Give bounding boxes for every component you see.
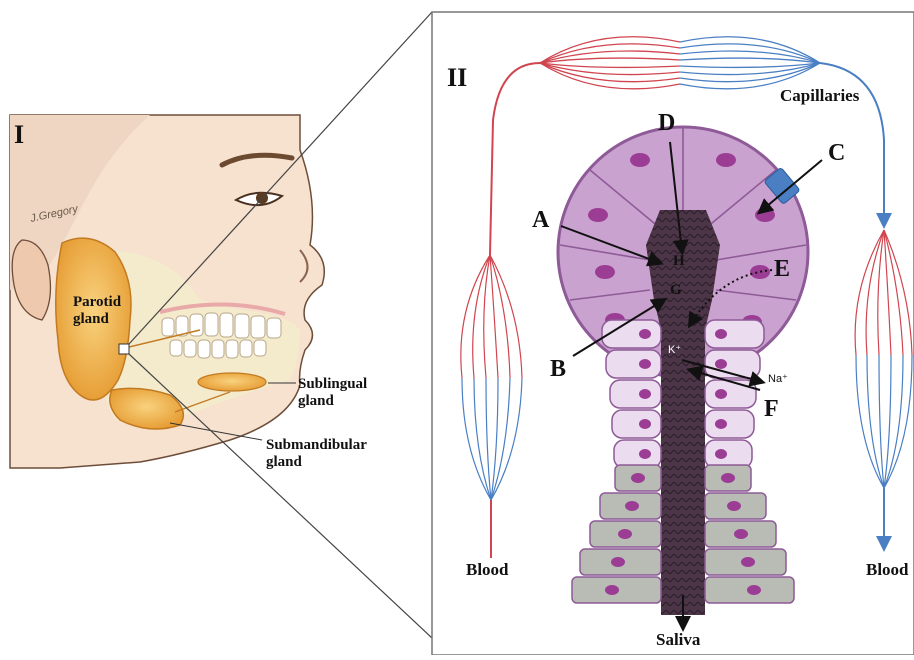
label-a: A [532,207,549,234]
label-blood-right: Blood [866,560,909,580]
sublingual-gland [198,373,266,391]
label-b: B [550,356,566,383]
label-d: D [658,110,675,137]
label-f: F [764,396,779,423]
label-submandibular-gland: Submandibular gland [266,437,367,471]
label-saliva: Saliva [656,630,700,650]
label-parotid-gland: Parotid gland [73,294,121,328]
striated-duct [602,320,764,470]
label-e: E [774,256,790,283]
label-c: C [828,140,845,167]
label-g: G [670,282,682,299]
head-illustration-panel [10,115,324,468]
panel-numeral-ii: II [447,63,467,93]
panel-numeral-i: I [14,120,24,150]
label-k-ion: K⁺ [668,343,681,356]
label-h: H [673,253,685,270]
label-blood-left: Blood [466,560,509,580]
label-sublingual-gland: Sublingual gland [298,376,367,410]
magnification-box [119,344,129,354]
label-capillaries: Capillaries [780,86,859,106]
label-na-ion: Na⁺ [768,372,788,385]
lower-teeth [170,340,266,358]
